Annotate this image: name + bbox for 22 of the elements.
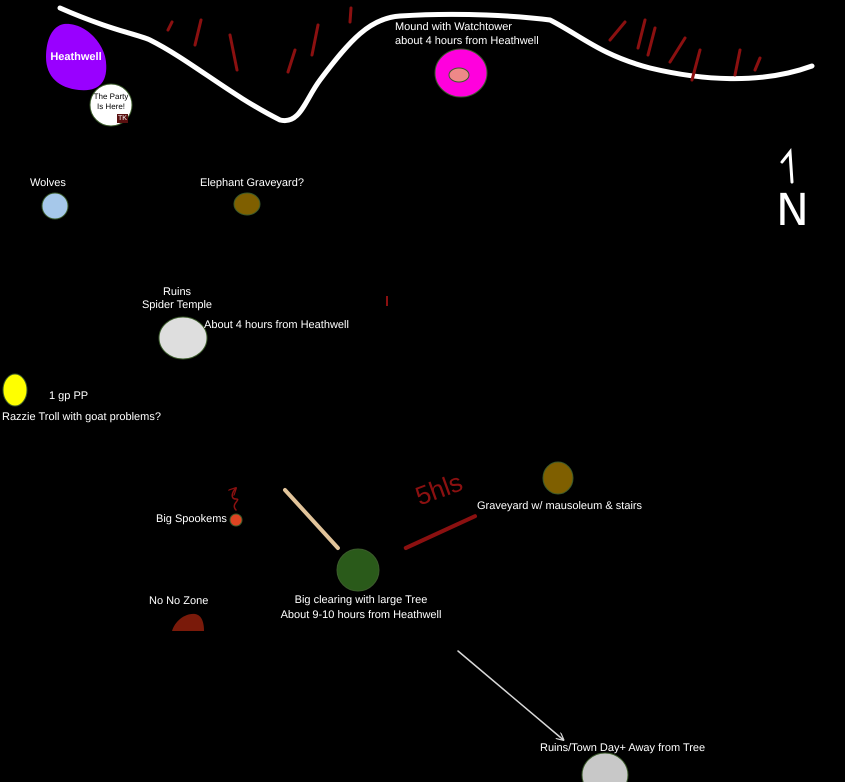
arrow [228,486,238,511]
arrow [457,650,565,742]
north-letter: N [776,188,809,234]
note-text: 1 gp PP [49,390,88,403]
callout-text: The Party Is Here! [92,92,130,112]
path-line [404,514,477,550]
place-label: Spider Temple [140,299,214,312]
place-label: Razzie Troll with goat problems? [2,411,161,424]
place-label: Big clearing with large Tree [294,594,428,607]
place-label: Elephant Graveyard? [200,177,304,190]
place-label: Mound with Watchtower [395,21,512,34]
place-label: Graveyard w/ mausoleum & stairs [477,500,642,513]
place-label: Heathwell [49,51,103,64]
place-label: About 9-10 hours from Heathwell [280,609,442,622]
place-label: Wolves [30,177,66,190]
path-line [283,488,340,550]
place-label: about 4 hours from Heathwell [395,35,539,48]
place-label: Big Spookems [156,513,227,526]
note-text: About 4 hours from Heathwell [204,319,349,332]
place-label: Ruins [162,286,192,299]
place-label: No No Zone [149,595,208,608]
place-label: Ruins/Town Day+ Away from Tree [540,742,706,755]
